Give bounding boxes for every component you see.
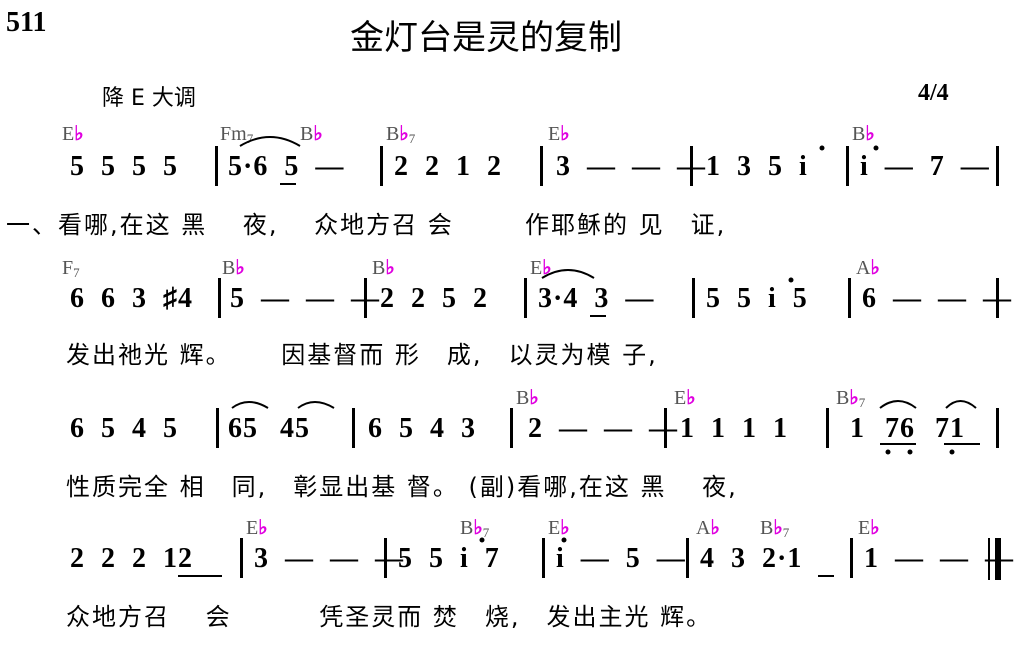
barline: [996, 278, 999, 318]
tie-slur: [541, 269, 595, 279]
measure: 6 — — —: [862, 283, 1012, 314]
barline: [996, 408, 999, 448]
chord: B♭: [222, 257, 245, 279]
measure: 3·4 3 —: [538, 283, 655, 314]
chord: B♭: [852, 123, 875, 145]
chord: B♭7: [836, 387, 866, 410]
chord: E♭: [548, 123, 570, 145]
octave-dot: [885, 449, 891, 455]
barline: [826, 408, 829, 448]
octave-dot: [819, 145, 825, 151]
chord: B♭7: [386, 123, 416, 146]
measure: 3 — — —: [254, 543, 404, 574]
chord: F7: [62, 257, 80, 280]
chord: A♭: [856, 257, 880, 279]
measure: 6 6 3 ♯4: [70, 283, 193, 314]
barline: [380, 146, 383, 186]
tie-slur: [945, 400, 977, 409]
chord: B♭: [372, 257, 395, 279]
chord: E♭: [548, 517, 570, 539]
barline: [364, 278, 367, 318]
barline: [510, 408, 513, 448]
final-barline-thin: [988, 538, 990, 580]
octave-dot: [907, 449, 913, 455]
tie-slur: [879, 400, 917, 409]
lyrics-line: 性质完全 相 同, 彰显出基 督。 (副)看哪,在这 黑 夜,: [66, 473, 738, 501]
measure: 5 — — —: [230, 283, 380, 314]
lyrics-line: 众地方召 会 凭圣灵而 焚 烧, 发出主光 辉。: [66, 603, 713, 631]
measure: 65 45: [228, 413, 310, 444]
tie-slur: [239, 136, 301, 147]
measure: 2 2 5 2: [380, 283, 488, 314]
barline: [850, 538, 853, 578]
measure: 5 5 i 5: [706, 283, 808, 314]
chord: E♭: [858, 517, 880, 539]
barline: [692, 278, 695, 318]
measure: 3 — — —: [556, 151, 706, 182]
measure: 1 1 1 1: [680, 413, 788, 444]
octave-dot: [788, 277, 794, 283]
measure: i — 7 —: [860, 151, 990, 182]
measure: 1 3 5 i: [706, 151, 808, 182]
barline: [996, 146, 999, 186]
octave-dot: [479, 537, 485, 543]
lyrics-line: 一、看哪,在这 黑 夜, 众地方召 会 作耶稣的 见 证,: [6, 211, 727, 239]
chord: B♭7: [460, 517, 490, 540]
lyrics-line: 发出祂光 辉。 因基督而 形 成, 以灵为模 子,: [66, 341, 658, 369]
measure: 5 5 5 5: [70, 151, 178, 182]
chord: E♭: [674, 387, 696, 409]
barline: [540, 146, 543, 186]
barline: [352, 408, 355, 448]
barline: [846, 146, 849, 186]
measure: 6 5 4 5: [70, 413, 178, 444]
measure: 2 — — —: [528, 413, 678, 444]
chord: E♭: [246, 517, 268, 539]
measure: 1 76 71: [850, 413, 965, 444]
tie-slur: [297, 401, 335, 409]
chord: B♭: [300, 123, 323, 145]
measure: 6 5 4 3: [368, 413, 476, 444]
measure: 2 2 1 2: [394, 151, 502, 182]
octave-dot: [949, 449, 955, 455]
barline: [664, 408, 667, 448]
barline: [524, 278, 527, 318]
barline: [384, 538, 387, 578]
chord: A♭: [696, 517, 720, 539]
chord: B♭7: [760, 517, 790, 540]
barline: [686, 538, 689, 578]
measure: 4 3 2·1: [700, 543, 803, 574]
barline: [542, 538, 545, 578]
barline: [215, 146, 218, 186]
measure: 5 5 i 7: [398, 543, 500, 574]
final-barline-thick: [995, 538, 1001, 580]
key-signature: 降 E 大调: [102, 86, 196, 111]
barline: [848, 278, 851, 318]
measure: 2 2 2 12: [70, 543, 193, 574]
hymn-number: 511: [6, 7, 47, 38]
barline: [216, 408, 219, 448]
barline: [218, 278, 221, 318]
barline: [690, 146, 693, 186]
measure: i — 5 —: [556, 543, 686, 574]
chord: E♭: [530, 257, 552, 279]
chord: Fm7: [220, 123, 254, 146]
measure: 5·6 5 —: [228, 151, 345, 182]
tie-slur: [231, 401, 269, 409]
barline: [240, 538, 243, 578]
octave-dot: [873, 145, 879, 151]
octave-dot: [561, 537, 567, 543]
time-signature: 4/4: [918, 80, 949, 106]
chord: E♭: [62, 123, 84, 145]
chord: B♭: [516, 387, 539, 409]
hymn-title: 金灯台是灵的复制: [350, 18, 622, 58]
